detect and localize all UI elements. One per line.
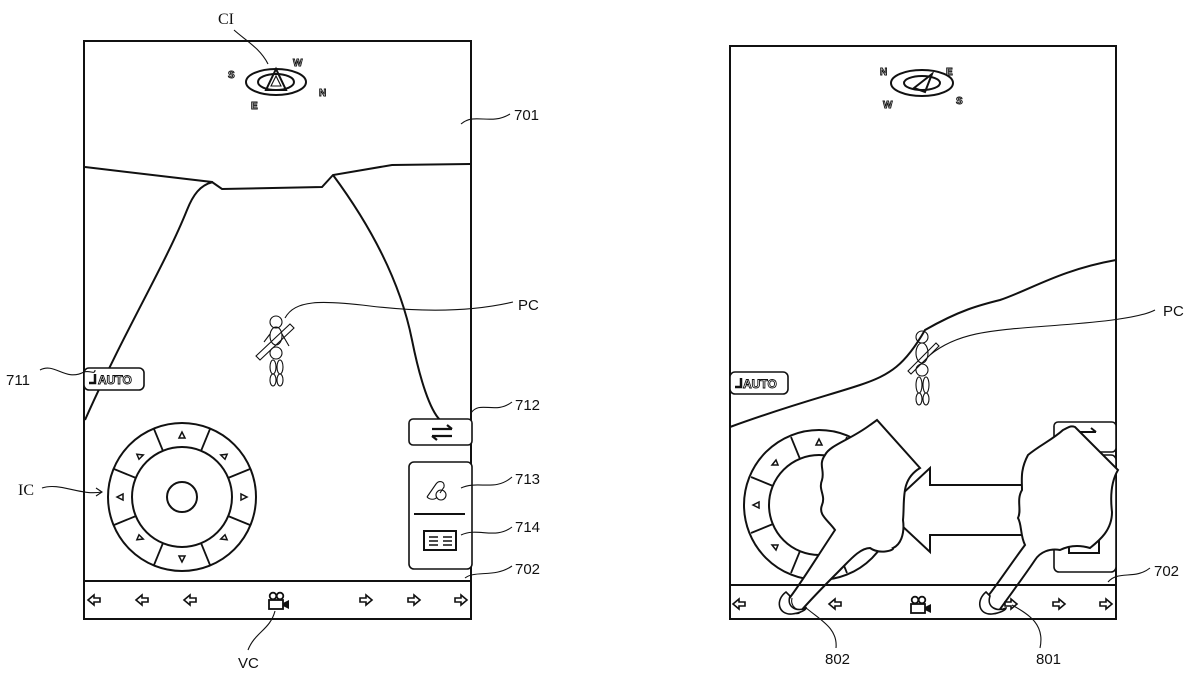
compass-dir-label: N — [880, 67, 887, 78]
compass-outer-ring — [245, 68, 307, 96]
compass-dir-label: S — [228, 70, 235, 81]
triangle-direction-icon — [115, 430, 249, 564]
hand-touch-start — [983, 425, 1120, 615]
right-arrow-icon[interactable] — [407, 593, 422, 607]
right-slope-line — [729, 259, 1117, 428]
character-leg — [276, 373, 284, 387]
left-horizon-line — [84, 163, 471, 191]
ref-label-711: 711 — [6, 372, 30, 389]
menu-button[interactable] — [423, 530, 457, 551]
compass-dir-label: E — [251, 101, 258, 112]
auto-button-label: AUTO — [98, 373, 132, 387]
right-arrow-icon[interactable] — [1052, 597, 1067, 611]
auto-button-frame — [83, 367, 145, 391]
character-leg — [922, 376, 930, 394]
item-bag-icon — [426, 481, 447, 501]
hand-touch-end — [786, 418, 922, 615]
character-torso — [269, 326, 283, 346]
compass-indicator[interactable]: N E W S — [880, 67, 964, 112]
character-hip — [269, 346, 283, 360]
side-menu-panel — [408, 461, 473, 570]
sword-icon — [907, 342, 940, 375]
bottom-bar — [730, 584, 1116, 615]
video-camera-icon[interactable] — [910, 595, 931, 614]
controller-center-knob — [166, 481, 198, 513]
ref-label-pc: PC — [1163, 303, 1184, 320]
character-arm — [281, 333, 290, 347]
compass-indicator[interactable]: S W N E — [228, 58, 327, 113]
right-arrow-icon[interactable] — [359, 593, 374, 607]
touch-ripple-icon — [979, 590, 1007, 615]
right-screen-frame — [729, 45, 1117, 620]
character-leg — [269, 359, 277, 375]
compass-dir-label: S — [956, 96, 963, 107]
ref-label-801: 801 — [1036, 651, 1061, 668]
compass-needle-icon — [911, 70, 935, 94]
ref-label-713: 713 — [515, 471, 540, 488]
character-leg — [915, 376, 923, 394]
auto-button[interactable]: AUTO — [83, 367, 145, 391]
left-game-screen: S W N E AUTO — [6, 11, 540, 672]
swap-arrows-icon — [431, 424, 453, 441]
touch-ripple-icon — [778, 590, 807, 615]
left-screen-frame — [83, 40, 472, 620]
auto-glyph-icon — [89, 374, 97, 385]
ref-label-ci: CI — [218, 11, 234, 28]
bottom-bar — [84, 580, 471, 610]
player-character[interactable] — [907, 330, 940, 406]
auto-button[interactable]: AUTO — [729, 371, 789, 395]
compass-needle-inner — [270, 74, 282, 87]
left-path-edge-right — [332, 174, 441, 421]
compass-dir-label: W — [293, 58, 303, 69]
compass-needle-icon — [264, 66, 288, 91]
ref-label-vc: VC — [238, 655, 259, 672]
auto-glyph-icon — [735, 378, 743, 389]
character-hip — [915, 363, 929, 377]
auto-button-frame — [729, 371, 789, 395]
left-arrow-icon[interactable] — [182, 593, 197, 607]
ref-label-pc: PC — [518, 297, 539, 314]
switch-button[interactable] — [408, 418, 473, 446]
right-arrow-icon[interactable] — [454, 593, 469, 607]
ref-label-712: 712 — [515, 397, 540, 414]
controller-inner-ring — [131, 446, 233, 548]
side-panel-frame — [408, 461, 473, 570]
character-leg — [269, 373, 277, 387]
character-leg — [922, 392, 930, 406]
controller-segment-dividers — [113, 428, 251, 566]
left-arrow-icon[interactable] — [86, 593, 101, 607]
left-arrow-icon[interactable] — [134, 593, 149, 607]
ref-label-701: 701 — [514, 107, 539, 124]
compass-dir-label: E — [946, 67, 953, 78]
right-reference-labels: PC 702 802 801 — [804, 303, 1184, 668]
compass-dir-label: N — [319, 88, 326, 99]
ref-label-ic: IC — [18, 482, 34, 499]
sword-icon — [255, 323, 295, 361]
ref-label-802: 802 — [825, 651, 850, 668]
video-camera-icon[interactable] — [268, 591, 289, 610]
character-leg — [276, 359, 284, 375]
left-path-edge-left — [84, 181, 214, 421]
item-button[interactable] — [426, 481, 447, 501]
character-head — [269, 315, 283, 329]
right-arrow-icon[interactable] — [1099, 597, 1114, 611]
left-arrow-icon[interactable] — [827, 597, 842, 611]
character-arm — [263, 333, 271, 343]
auto-button-label: AUTO — [743, 377, 777, 391]
controller-outer-ring — [107, 422, 257, 572]
player-character[interactable] — [255, 315, 295, 387]
menu-list-icon — [423, 530, 457, 551]
left-arrow-icon[interactable] — [731, 597, 746, 611]
right-game-screen: N E W S AUTO — [729, 45, 1184, 668]
compass-outer-ring — [890, 69, 954, 97]
character-leg — [915, 392, 923, 406]
switch-button-frame — [408, 418, 473, 446]
ref-label-702: 702 — [515, 561, 540, 578]
ref-label-714: 714 — [515, 519, 540, 536]
left-reference-labels: CI 701 PC 711 712 713 714 702 IC VC — [6, 11, 540, 672]
input-controller[interactable] — [107, 422, 257, 572]
triangle-direction-icon — [751, 437, 824, 552]
compass-dir-label: W — [883, 100, 893, 111]
ref-label-702: 702 — [1154, 563, 1179, 580]
